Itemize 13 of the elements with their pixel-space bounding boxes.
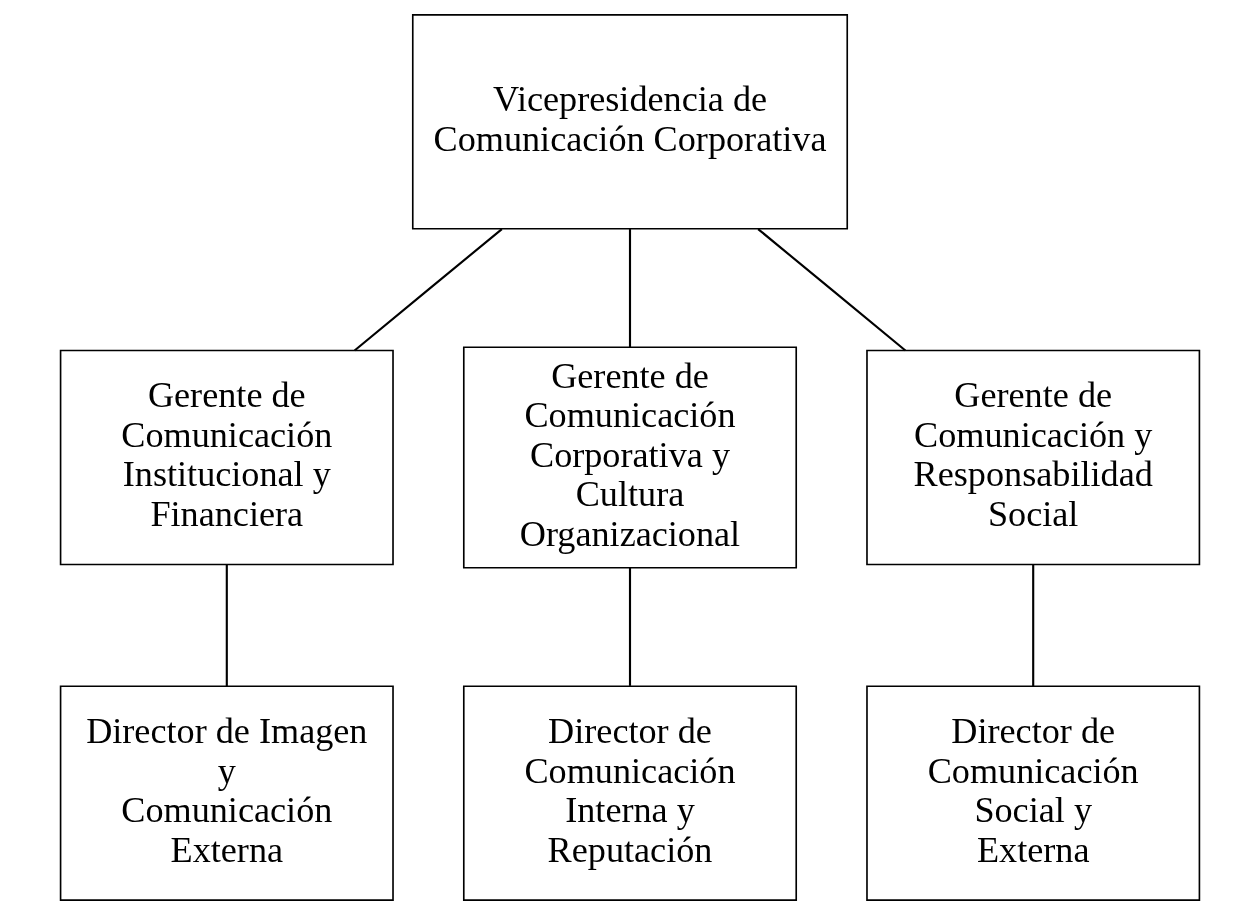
- node-box: Director de Comunicación Interna y Reputación: [462, 685, 797, 902]
- node-box: Vicepresidencia de Comunicación Corporativa: [411, 13, 848, 230]
- connector: [628, 229, 631, 348]
- connector: [1031, 564, 1034, 687]
- node-box: Director de Comunicación Social y Externa: [865, 685, 1200, 902]
- connector: [225, 564, 228, 687]
- node-box: Gerente de Comunicación y Responsabilidad Social: [865, 349, 1200, 566]
- node-box: Gerente de Comunicación Institucional y Financiera: [59, 349, 394, 566]
- node-box: Gerente de Comunicación Corporativa y Cultura Organizacional: [462, 346, 797, 569]
- connector: [628, 568, 631, 686]
- connector: [353, 228, 503, 352]
- connector: [756, 228, 906, 352]
- node-box: Director de Imagen y Comunicación Externa: [59, 685, 394, 902]
